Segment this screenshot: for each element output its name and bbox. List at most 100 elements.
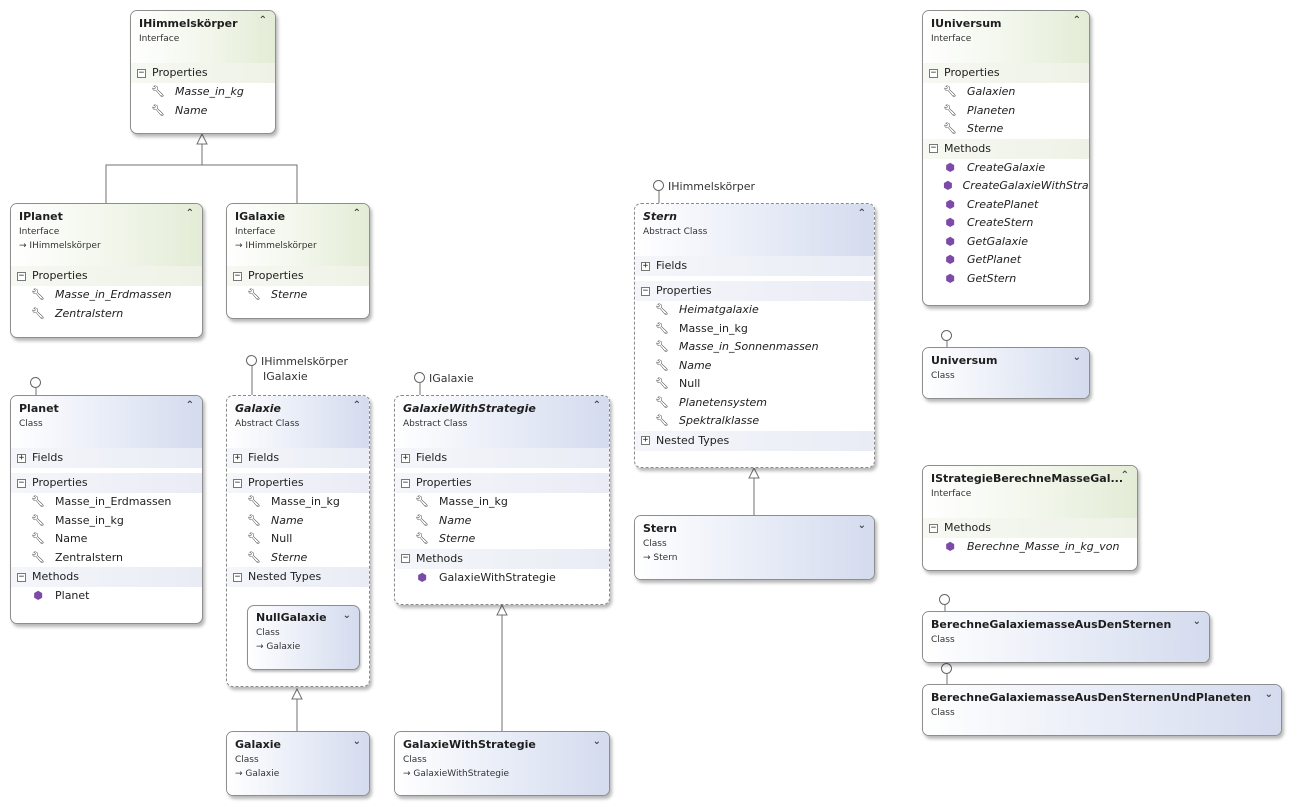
property-member[interactable]: 🔧︎Masse_in_kg (635, 320, 874, 339)
class-universum[interactable]: Universum Class ⌄ (922, 347, 1090, 399)
box-header[interactable]: BerechneGalaxiemasseAusDenSternen Class … (923, 612, 1209, 662)
property-member[interactable]: 🔧︎Masse_in_kg (227, 493, 369, 512)
collapse-toggle-icon[interactable]: − (137, 67, 146, 78)
interface-iuniversum[interactable]: IUniversum Interface ⌃ −Properties 🔧︎Gal… (922, 10, 1090, 306)
box-header[interactable]: Planet Class ⌃ (11, 396, 202, 448)
chevron-up-icon[interactable]: ⌃ (352, 208, 361, 219)
property-member[interactable]: 🔧︎Heimatgalaxie (635, 301, 874, 320)
section-properties[interactable]: −Properties (395, 473, 609, 493)
collapse-toggle-icon[interactable]: − (401, 553, 410, 563)
property-member[interactable]: 🔧︎Name (131, 102, 275, 121)
box-header[interactable]: GalaxieWithStrategie Abstract Class ⌃ (395, 396, 609, 448)
method-member[interactable]: ⬢CreatePlanet (923, 196, 1089, 215)
property-member[interactable]: 🔧︎Name (635, 357, 874, 376)
method-member[interactable]: ⬢GetPlanet (923, 251, 1089, 270)
constructor-member[interactable]: ⬢Planet (11, 587, 202, 606)
collapse-toggle-icon[interactable]: − (929, 143, 938, 153)
section-methods[interactable]: −Methods (395, 548, 609, 569)
chevron-up-icon[interactable]: ⌃ (1072, 15, 1081, 26)
expand-toggle-icon[interactable]: + (401, 452, 410, 463)
box-header[interactable]: IUniversum Interface ⌃ (923, 11, 1089, 63)
section-methods[interactable]: −Methods (923, 138, 1089, 159)
property-member[interactable]: 🔧︎Masse_in_Erdmassen (11, 493, 202, 512)
box-header[interactable]: GalaxieWithStrategie Class → GalaxieWith… (395, 732, 609, 795)
section-methods[interactable]: −Methods (923, 518, 1137, 538)
property-member[interactable]: 🔧︎Planeten (923, 102, 1089, 121)
property-member[interactable]: 🔧︎Masse_in_kg (11, 512, 202, 531)
collapse-toggle-icon[interactable]: − (233, 270, 242, 281)
property-member[interactable]: 🔧︎Name (227, 512, 369, 531)
chevron-down-icon[interactable]: ⌄ (342, 610, 351, 621)
box-header[interactable]: IGalaxie Interface → IHimmelskörper ⌃ (227, 204, 369, 266)
property-member[interactable]: 🔧︎Sterne (395, 530, 609, 549)
section-nested-types[interactable]: −Nested Types (227, 567, 369, 587)
method-member[interactable]: ⬢CreateGalaxieWithStra... (923, 177, 1089, 196)
interface-ihimmelskoerper[interactable]: IHimmelskörper Interface ⌃ −Properties 🔧… (130, 10, 276, 134)
class-berechnegalaxiemasseausdensternen[interactable]: BerechneGalaxiemasseAusDenSternen Class … (922, 611, 1210, 663)
section-fields[interactable]: +Fields (11, 448, 202, 468)
collapse-toggle-icon[interactable]: − (17, 270, 26, 281)
box-header[interactable]: Galaxie Abstract Class ⌃ (227, 396, 369, 448)
chevron-down-icon[interactable]: ⌄ (1192, 616, 1201, 627)
nested-class-nullgalaxie[interactable]: NullGalaxie Class → Galaxie ⌄ (247, 605, 360, 670)
property-member[interactable]: 🔧︎Masse_in_Erdmassen (11, 286, 202, 305)
section-nested-types[interactable]: +Nested Types (635, 430, 874, 451)
interface-istrategieberechnemassegalaxie[interactable]: IStrategieBerechneMasseGal... Interface … (922, 465, 1138, 571)
property-member[interactable]: 🔧︎Null (635, 375, 874, 394)
collapse-toggle-icon[interactable]: − (233, 477, 242, 488)
property-member[interactable]: 🔧︎Masse_in_Sonnenmassen (635, 338, 874, 357)
box-header[interactable]: BerechneGalaxiemasseAusDenSternenUndPlan… (923, 685, 1281, 735)
section-properties[interactable]: −Properties (227, 473, 369, 493)
section-fields[interactable]: +Fields (227, 448, 369, 468)
chevron-up-icon[interactable]: ⌃ (185, 400, 194, 411)
method-member[interactable]: ⬢GetGalaxie (923, 233, 1089, 252)
class-galaxie[interactable]: Galaxie Class → Galaxie ⌄ (226, 731, 370, 796)
property-member[interactable]: 🔧︎Spektralklasse (635, 412, 874, 431)
box-header[interactable]: IHimmelskörper Interface ⌃ (131, 11, 275, 63)
chevron-up-icon[interactable]: ⌃ (592, 400, 601, 411)
chevron-down-icon[interactable]: ⌄ (592, 736, 601, 747)
abstract-class-galaxiewithstrategie[interactable]: GalaxieWithStrategie Abstract Class ⌃ +F… (394, 395, 610, 605)
expand-toggle-icon[interactable]: + (641, 435, 650, 445)
abstract-class-galaxie[interactable]: Galaxie Abstract Class ⌃ +Fields −Proper… (226, 395, 370, 687)
section-fields[interactable]: +Fields (635, 256, 874, 276)
section-properties[interactable]: −Properties (11, 266, 202, 286)
property-member[interactable]: 🔧︎Name (11, 530, 202, 549)
expand-toggle-icon[interactable]: + (641, 260, 650, 271)
section-properties[interactable]: −Properties (11, 473, 202, 493)
section-properties[interactable]: −Properties (923, 63, 1089, 83)
collapse-toggle-icon[interactable]: − (17, 477, 26, 488)
chevron-down-icon[interactable]: ⌄ (1072, 352, 1081, 363)
section-fields[interactable]: +Fields (395, 448, 609, 468)
chevron-down-icon[interactable]: ⌄ (1264, 689, 1273, 700)
property-member[interactable]: 🔧︎Zentralstern (11, 549, 202, 568)
property-member[interactable]: 🔧︎Name (395, 512, 609, 531)
collapse-toggle-icon[interactable]: − (401, 477, 410, 488)
class-stern[interactable]: Stern Class → Stern ⌄ (634, 515, 875, 580)
box-header[interactable]: Universum Class ⌄ (923, 348, 1089, 398)
section-properties[interactable]: −Properties (227, 266, 369, 286)
class-planet[interactable]: Planet Class ⌃ +Fields −Properties 🔧︎Mas… (10, 395, 203, 624)
property-member[interactable]: 🔧︎Planetensystem (635, 394, 874, 413)
box-header[interactable]: Stern Abstract Class ⌃ (635, 204, 874, 256)
collapse-toggle-icon[interactable]: − (17, 571, 26, 582)
box-header[interactable]: IStrategieBerechneMasseGal... Interface … (923, 466, 1137, 518)
chevron-down-icon[interactable]: ⌄ (857, 520, 866, 531)
chevron-down-icon[interactable]: ⌄ (352, 736, 361, 747)
collapse-toggle-icon[interactable]: − (929, 67, 938, 78)
box-header[interactable]: IPlanet Interface → IHimmelskörper ⌃ (11, 204, 202, 266)
method-member[interactable]: ⬢CreateStern (923, 214, 1089, 233)
chevron-up-icon[interactable]: ⌃ (857, 208, 866, 219)
property-member[interactable]: 🔧︎Galaxien (923, 83, 1089, 102)
chevron-up-icon[interactable]: ⌃ (1120, 470, 1129, 481)
expand-toggle-icon[interactable]: + (233, 452, 242, 463)
interface-igalaxie[interactable]: IGalaxie Interface → IHimmelskörper ⌃ −P… (226, 203, 370, 319)
collapse-toggle-icon[interactable]: − (641, 285, 650, 296)
box-header[interactable]: Galaxie Class → Galaxie ⌄ (227, 732, 369, 795)
abstract-class-stern[interactable]: Stern Abstract Class ⌃ +Fields −Properti… (634, 203, 875, 468)
class-galaxiewithstrategie[interactable]: GalaxieWithStrategie Class → GalaxieWith… (394, 731, 610, 796)
interface-iplanet[interactable]: IPlanet Interface → IHimmelskörper ⌃ −Pr… (10, 203, 203, 338)
property-member[interactable]: 🔧︎Masse_in_kg (131, 83, 275, 102)
property-member[interactable]: 🔧︎Null (227, 530, 369, 549)
chevron-up-icon[interactable]: ⌃ (352, 400, 361, 411)
